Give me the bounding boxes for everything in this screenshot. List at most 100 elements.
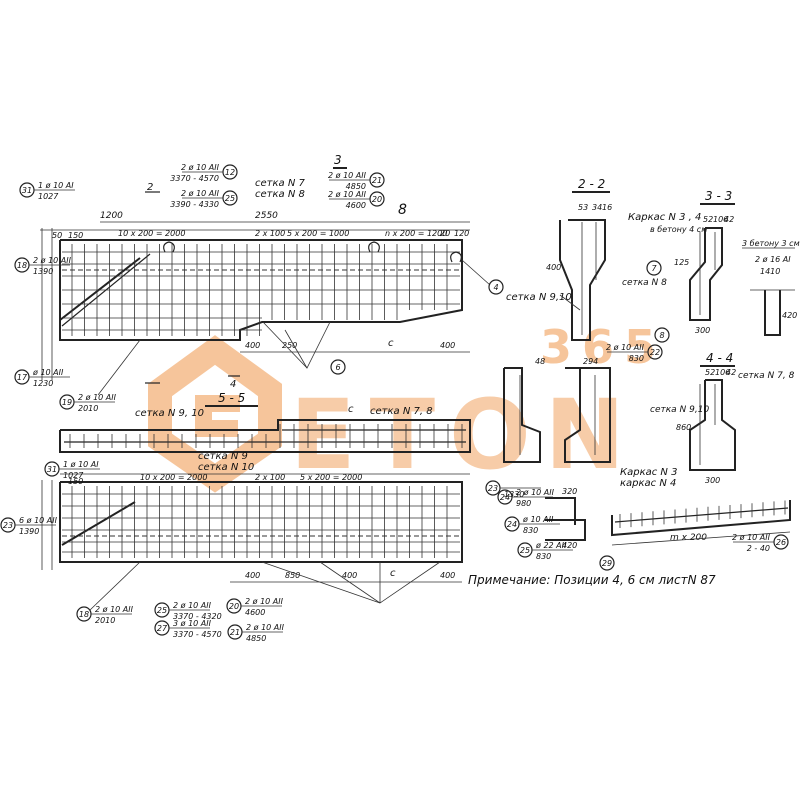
karkas4-label: каркас N 4 [620,478,676,489]
callout-spec: 2 ø 10 АII [78,393,117,402]
callout-c6: 6 [330,359,346,375]
callout-length: 1027 [38,192,59,201]
callout-number: 4 [493,283,498,292]
callout-number: 22 [650,348,660,357]
callout-c29: 29 [599,555,615,571]
callout-length: 1230 [33,379,53,388]
callout-spec: ø 10 АII [32,368,64,377]
top-elevation-grid [62,241,462,336]
section-5-5-bars [69,424,463,448]
karkas-detail: 320 420 m x 200 [545,487,791,550]
callout-length: 4850 [246,634,266,643]
callout-length: 3370 - 4320 [173,612,222,621]
bottom-elevation-outline [59,481,463,563]
rebar-hook [450,251,462,263]
vbetonu-label: в бетону 4 см [650,225,707,234]
callout-c7: 7 [646,260,662,276]
callout-number: 29 [602,559,612,568]
dim-b-400a: 400 [245,571,260,580]
callout-length: 4850 [346,182,366,191]
section-2-2: 2 - 2 53 34 16 400 сетка N 9,10 48 294 [503,177,612,463]
callout-length: 3370 - 4570 [170,174,219,183]
karkas-d3: m x 200 [670,533,707,543]
s22-d2: 34 [592,203,602,212]
dim-400b: 400 [440,341,455,350]
section-title-5-5: 5 - 5 [218,391,245,405]
dim-b-850: 850 [285,571,300,580]
callout-number: 12 [225,168,235,177]
callout-length: 3370 - 4570 [173,630,222,639]
callout-number: 31 [22,186,32,195]
callout-length: 830 [536,552,551,561]
callout-spec: 2 ø 10 АII [328,171,367,180]
callout-number: 8 [659,331,664,340]
dim-150: 150 [68,231,83,240]
dim-400a: 400 [245,341,260,350]
callout-spec: 2 ø 10 АII [328,190,367,199]
setka9-label: сетка N 9 [198,451,248,462]
section-title-4-4: 4 - 4 [706,351,733,365]
callout-number: 31 [47,465,57,474]
dim-1200: 1200 [100,211,123,221]
callout-c31_top: 31 1 ø 10 АI 1027 [19,181,75,201]
callout-c24: 24 2 ø 10 АII 980 [497,488,555,508]
top-elevation: 1200 2550 50 150 10 x 200 = 2000 2 x 100… [40,153,491,396]
callout-spec: 6 ø 10 АII [19,516,58,525]
callout-number: 21 [372,176,382,185]
section-mark-2: 2 [147,182,153,193]
section-mark-8: 8 [398,202,407,218]
rebar-d1: 420 [782,311,797,320]
callout-circle [330,359,346,375]
callout-c21: 21 2 ø 10 АII 4850 [328,171,385,191]
callout-spec: 2 ø 10 АII [516,488,555,497]
callout-number: 25 [520,546,530,555]
callout-length: 1330 [504,490,524,499]
callout-length: 980 [516,499,531,508]
callout-spec: 2 ø 10 АII [95,605,134,614]
karkas3-label: Каркас N 3 [620,467,677,478]
callout-number: 24 [500,493,510,502]
callout-number: 18 [79,610,89,619]
dim-20: 20 [440,229,450,238]
callout-spec: 1 ø 10 АI [38,181,74,190]
callout-number: 7 [651,264,657,273]
top-elevation-outline [59,239,463,341]
callout-spec: ø 10 АII [522,515,554,524]
watermark-brand: ETON [290,379,639,491]
watermark: 365 ETON [148,320,656,493]
s44-d3: 42 [726,368,736,377]
setka-n8-label: сетка N 8 [622,278,667,288]
callout-length: 830 [523,526,538,535]
callout-spec: 1 ø 10 АI [63,460,99,469]
bottom-elevation: 150 10 x 200 = 2000 2 x 100 5 x 200 = 20… [41,178,716,611]
dim-10x200: 10 x 200 = 2000 [118,229,185,238]
callout-length: 1390 [19,527,39,536]
dim-2x100: 2 x 100 [255,229,285,238]
callout-spec: 2 ø 10 АII [606,343,645,352]
section-mark-4: 4 [230,379,236,390]
callout-length: 4600 [346,201,366,210]
s22-d1: 53 [578,203,588,212]
callout-number: 21 [230,628,240,637]
s33-d2: 106 [713,215,728,224]
callout-number: 6 [335,363,340,372]
callout-length: 2 - 40 [747,544,770,553]
dim-50: 50 [52,231,62,240]
setka78-label: сетка N 7, 8 [370,406,433,417]
s33-d5: 125 [674,258,689,267]
callout-spec: 2 ø 10 АII [181,189,220,198]
setka910c-label: сетка N 9,10 [650,405,709,415]
s33-d4: 300 [695,326,710,335]
dim-b-5x200: 5 x 200 = 2000 [300,473,362,482]
